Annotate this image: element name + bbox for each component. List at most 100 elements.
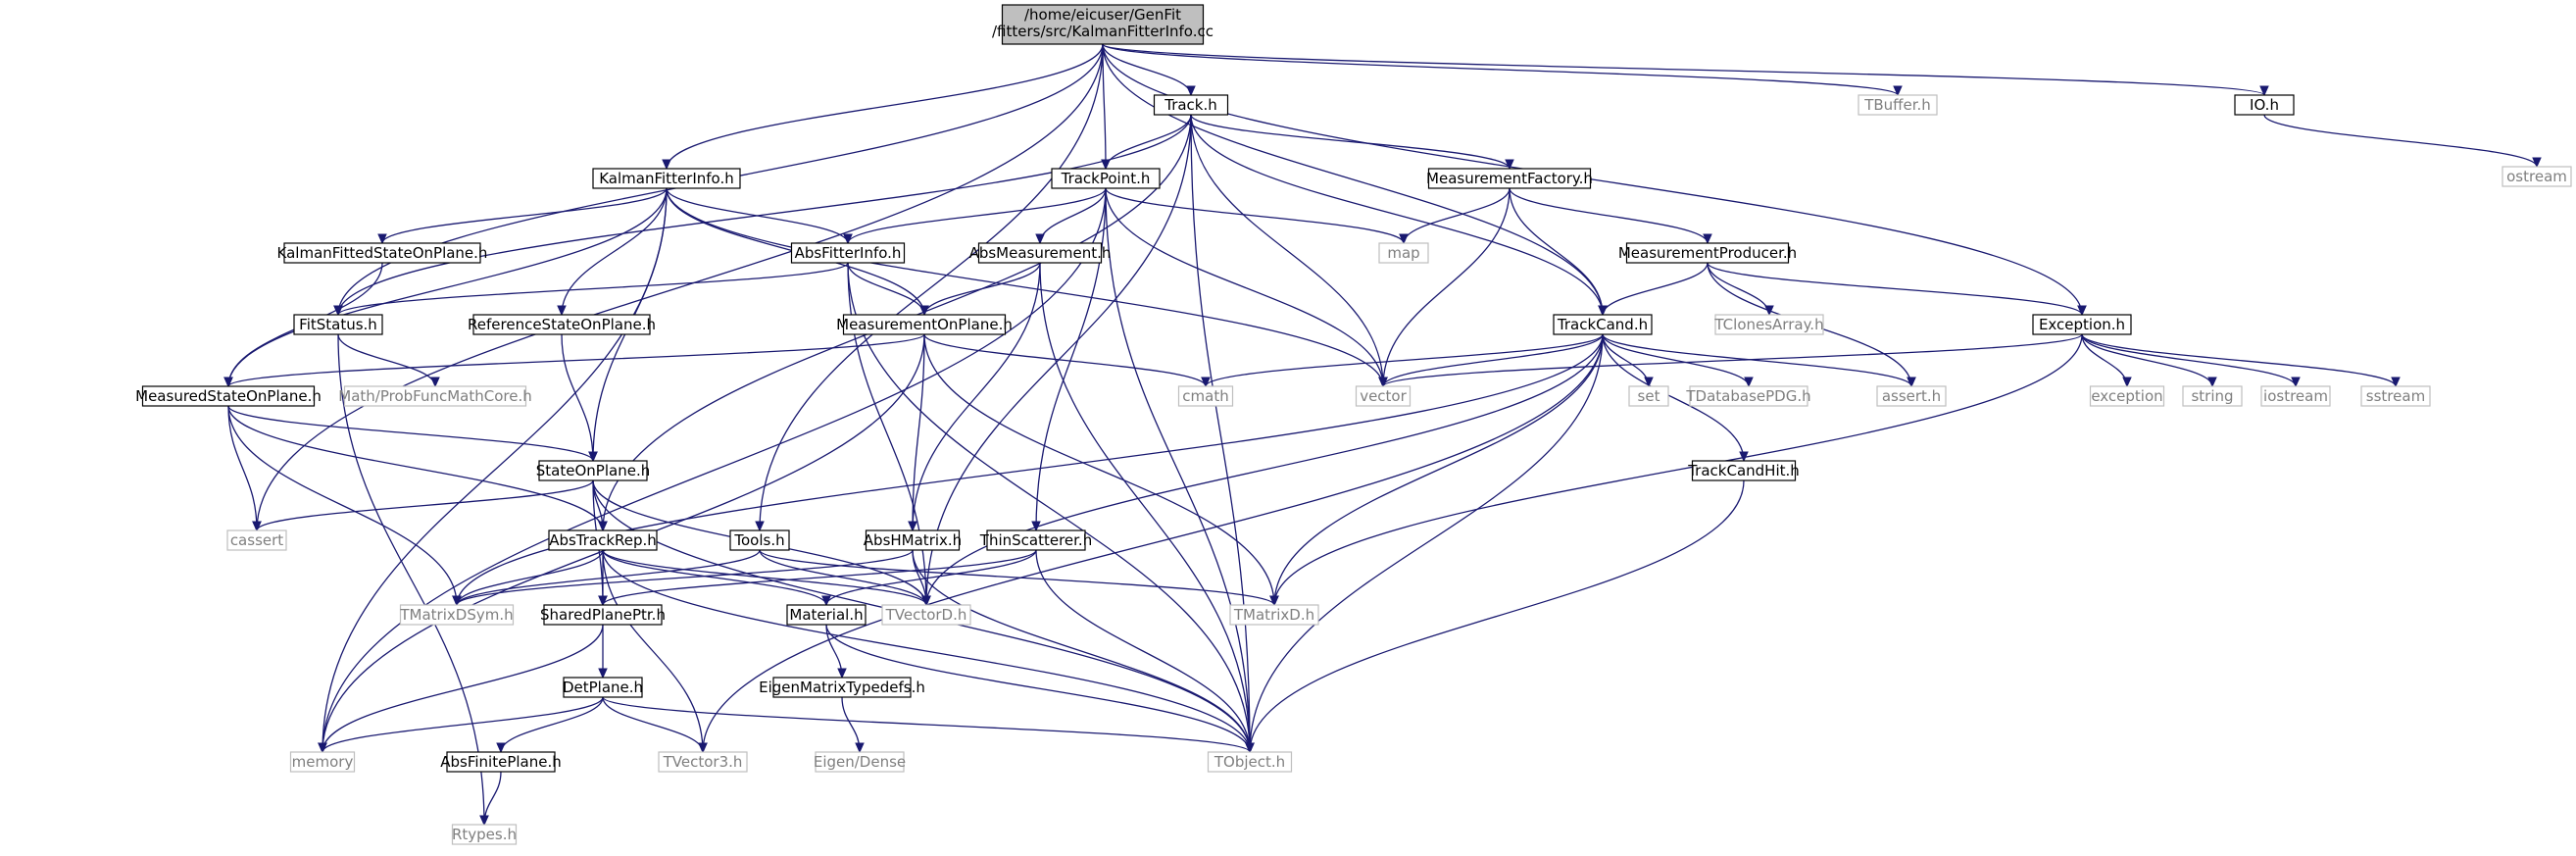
- node-box: [1177, 385, 1234, 407]
- edge-root-to-cassert: [252, 43, 1104, 532]
- node-label: AbsMeasurement.h: [969, 244, 1112, 262]
- node-label: TClonesArray.h: [1713, 316, 1823, 333]
- node-sharedplaneptr-h[interactable]: SharedPlanePtr.h: [540, 604, 666, 626]
- node-abstrackrep-h[interactable]: AbsTrackRep.h: [548, 529, 658, 551]
- edge-line: [337, 114, 1192, 316]
- node-label: MeasurementProducer.h: [1618, 244, 1797, 262]
- arrowhead: [1505, 159, 1514, 171]
- edge-measurementproducer_h-to-exception_h: [1707, 262, 2087, 317]
- node-label: TBuffer.h: [1863, 96, 1931, 114]
- node-rtypes-h: Rtypes.h: [451, 824, 518, 845]
- node-box: [293, 314, 383, 335]
- edge-measuredstateonplane_h-to-stateonplane_h: [227, 405, 598, 463]
- node-trackpoint-h[interactable]: TrackPoint.h: [1051, 168, 1161, 189]
- node-label: StateOnPlane.h: [536, 462, 650, 479]
- node-tvectord-h: TVectorD.h: [881, 604, 971, 626]
- node-track-h[interactable]: Track.h: [1153, 94, 1229, 116]
- edge-exception_h-to-string: [2081, 333, 2217, 388]
- node-memory: memory: [289, 751, 356, 773]
- edge-detplane_h-to-tvector3_h: [602, 696, 708, 754]
- edge-line: [227, 405, 458, 606]
- node-label: FitStatus.h: [299, 316, 377, 333]
- node-label: sstream: [2366, 387, 2425, 405]
- node-label: Eigen/Dense: [814, 753, 906, 771]
- node-box: [881, 604, 971, 626]
- node-root[interactable]: /home/eicuser/GenFit/fitters/src/KalmanF…: [992, 4, 1214, 45]
- arrowhead: [452, 595, 462, 607]
- edge-line: [256, 43, 1104, 531]
- edge-line: [227, 405, 258, 531]
- arrowhead: [1035, 233, 1045, 245]
- edge-root-to-tbuffer_h: [1102, 43, 1903, 97]
- edge-line: [1509, 187, 1709, 244]
- arrowhead: [919, 305, 929, 317]
- node-box: [563, 677, 643, 698]
- node-material-h[interactable]: Material.h: [786, 604, 867, 626]
- node-abshmatrix-h[interactable]: AbsHMatrix.h: [864, 529, 962, 551]
- node-map: map: [1378, 242, 1429, 264]
- node-tvector3-h: TVector3.h: [658, 751, 748, 773]
- arrowhead: [2532, 157, 2542, 169]
- node-label: cmath: [1182, 387, 1228, 405]
- node-measuredstateonplane-h[interactable]: MeasuredStateOnPlane.h: [135, 385, 322, 407]
- edge-line: [337, 333, 485, 826]
- node-trackcand-h[interactable]: TrackCand.h: [1553, 314, 1653, 335]
- node-detplane-h[interactable]: DetPlane.h: [563, 677, 643, 698]
- node-stateonplane-h[interactable]: StateOnPlane.h: [536, 460, 650, 481]
- edge-line: [1190, 114, 1251, 753]
- node-measurementproducer-h[interactable]: MeasurementProducer.h: [1618, 242, 1797, 264]
- node-measurementonplane-h[interactable]: MeasurementOnPlane.h: [836, 314, 1013, 335]
- edge-line: [666, 187, 1384, 387]
- node-absfitterinfo-h[interactable]: AbsFitterInfo.h: [790, 242, 906, 264]
- edge-line: [1602, 333, 1912, 387]
- node-box: [1625, 242, 1790, 264]
- edge-measurementproducer_h-to-tclonesarray_h: [1707, 262, 1774, 317]
- node-kalmanfitterinfo-h[interactable]: KalmanFitterInfo.h: [592, 168, 741, 189]
- edge-line: [381, 187, 668, 244]
- node-box: [1378, 242, 1429, 264]
- edge-line: [322, 187, 1107, 753]
- arrowhead: [1744, 377, 1754, 388]
- node-label: TVectorD.h: [885, 606, 967, 624]
- node-box: [451, 824, 518, 845]
- arrowhead: [557, 305, 567, 317]
- edge-line: [1602, 333, 1745, 462]
- node-eigenmatrixtypedefs-h[interactable]: EigenMatrixTypedefs.h: [759, 677, 925, 698]
- node-box: [1876, 385, 1947, 407]
- edge-line: [561, 333, 594, 462]
- node-trackcandhit-h[interactable]: TrackCandHit.h: [1687, 460, 1800, 481]
- node-referencestateonplane-h[interactable]: ReferenceStateOnPlane.h: [468, 314, 656, 335]
- node-label: KalmanFitterInfo.h: [599, 170, 734, 187]
- node-eigen-dense: Eigen/Dense: [814, 751, 906, 773]
- node-tools-h[interactable]: Tools.h: [729, 529, 790, 551]
- edge-line: [912, 262, 1041, 531]
- edges-layer: [223, 43, 2542, 827]
- arrowhead: [2077, 305, 2087, 317]
- node-exception-h[interactable]: Exception.h: [2032, 314, 2132, 335]
- arrowhead: [2207, 377, 2217, 388]
- arrowhead: [598, 595, 608, 607]
- node-measurementfactory-h[interactable]: MeasurementFactory.h: [1426, 168, 1593, 189]
- node-io-h[interactable]: IO.h: [2234, 94, 2295, 116]
- edge-sharedplaneptr_h-to-detplane_h: [598, 624, 608, 680]
- edge-line: [759, 43, 1104, 531]
- node-absfiniteplane-h[interactable]: AbsFinitePlane.h: [440, 751, 562, 773]
- edge-line: [666, 187, 849, 244]
- edge-line: [1102, 43, 1899, 96]
- edge-line: [925, 333, 1604, 606]
- node-thinscatterer-h[interactable]: ThinScatterer.h: [979, 529, 1092, 551]
- edge-line: [912, 333, 925, 531]
- edge-exception_h-to-iostream: [2081, 333, 2301, 388]
- node-fitstatus-h[interactable]: FitStatus.h: [293, 314, 383, 335]
- node-label: MeasurementOnPlane.h: [836, 316, 1013, 333]
- edge-tools_h-to-tmatrixd_h: [759, 549, 1279, 607]
- edge-kalmanfitterinfo_h-to-referencestateonplane_h: [557, 187, 668, 317]
- node-tobject-h: TObject.h: [1207, 751, 1293, 773]
- node-kalmanfittedstateonplane-h[interactable]: KalmanFittedStateOnPlane.h: [277, 242, 488, 264]
- node-exception: exception: [2089, 385, 2165, 407]
- edge-root-to-exception_h: [1102, 43, 2087, 317]
- edge-abstrackrep_h-to-material_h: [602, 549, 831, 607]
- node-absmeasurement-h[interactable]: AbsMeasurement.h: [969, 242, 1112, 264]
- edge-line: [602, 549, 927, 606]
